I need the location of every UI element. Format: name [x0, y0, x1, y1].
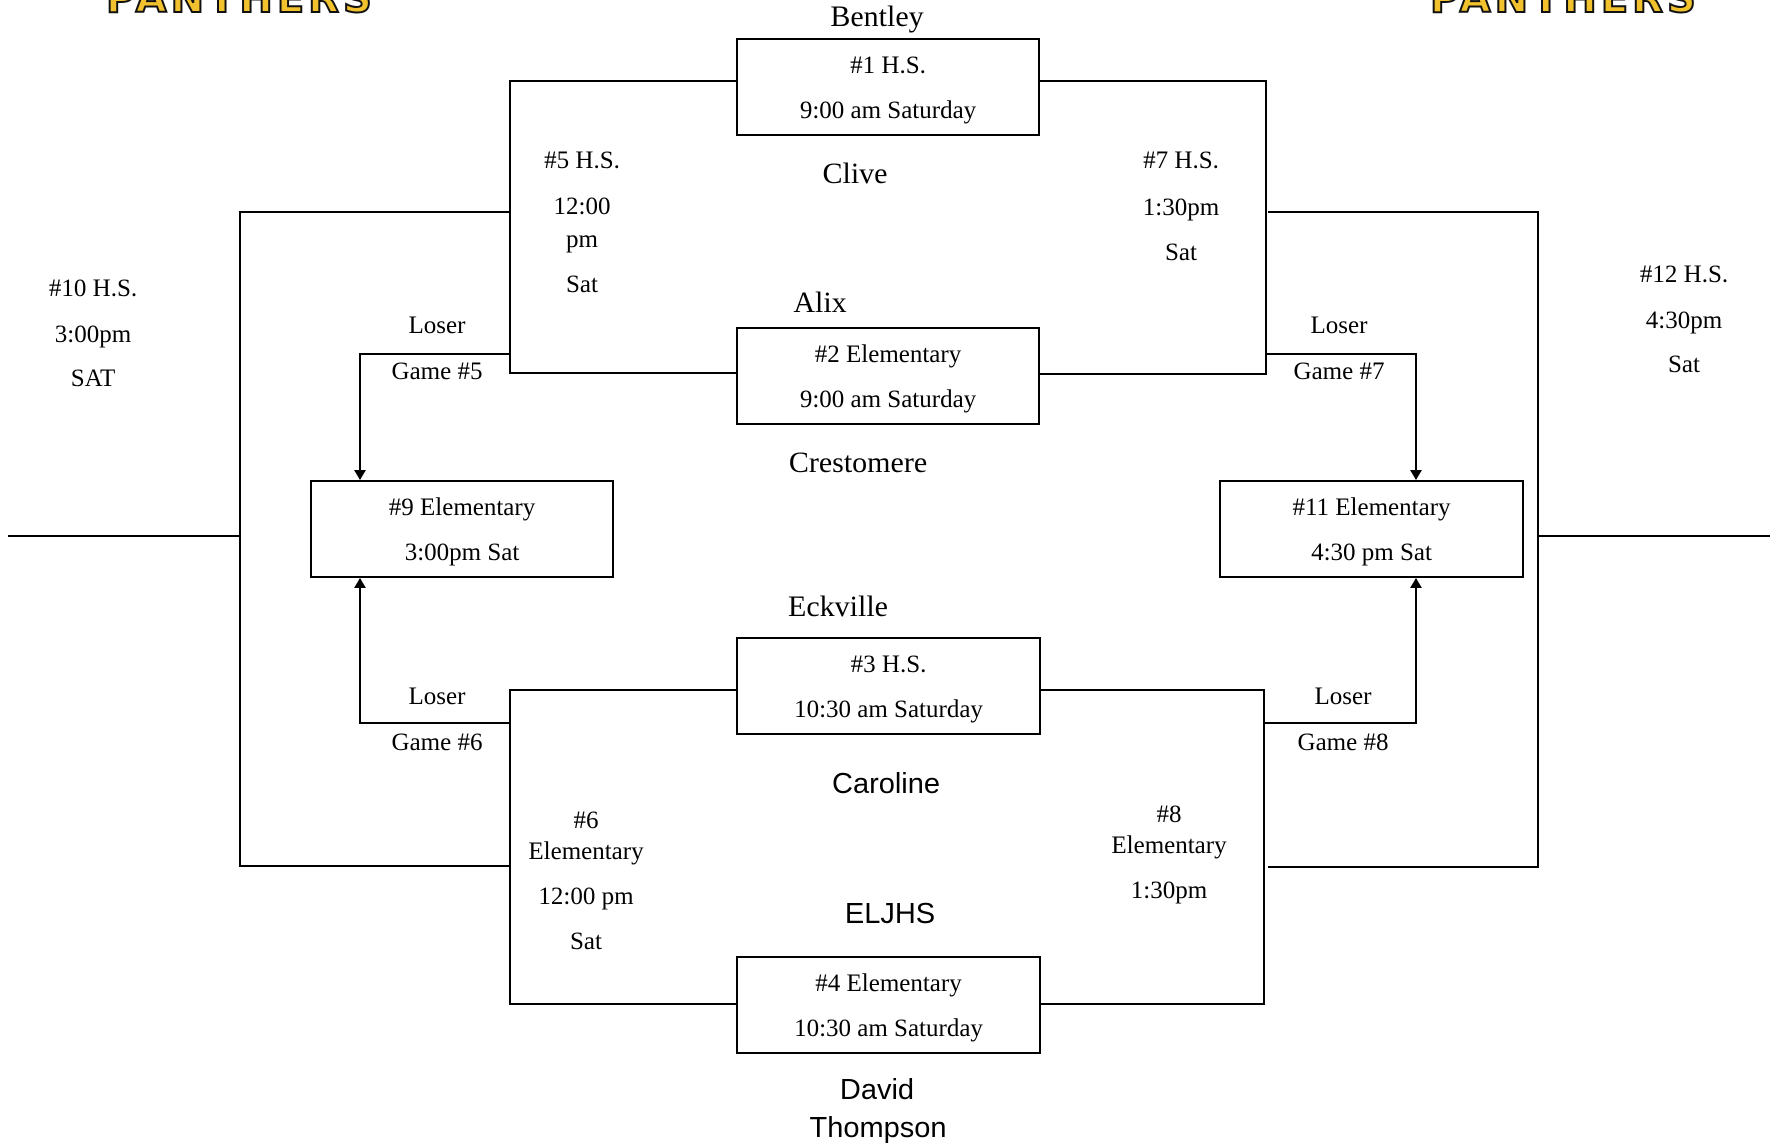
- game8-label-sub: Elementary: [1111, 832, 1227, 859]
- game10-time: 3:00pm: [54, 321, 132, 348]
- game7-label: #7 H.S.: [1143, 147, 1219, 174]
- game-time: 10:30 am Saturday: [794, 1015, 983, 1042]
- team-thompson: Thompson: [809, 1112, 947, 1144]
- game-time: 10:30 am Saturday: [794, 696, 983, 723]
- game6-connector: [509, 689, 736, 1005]
- game5-label: #5 H.S.: [544, 147, 620, 174]
- game-label: #3 H.S.: [850, 651, 927, 678]
- loser5-arrow: [354, 353, 510, 480]
- team-crestomere: Crestomere: [788, 446, 928, 479]
- game-label: #4 Elementary: [815, 970, 962, 997]
- game7-time: 1:30pm: [1142, 194, 1220, 221]
- loser8-arrow: [1264, 578, 1422, 724]
- team-clive: Clive: [822, 157, 888, 190]
- game6-label: #6: [573, 807, 599, 834]
- game-time: 9:00 am Saturday: [799, 386, 977, 413]
- game12-label: #12 H.S.: [1639, 261, 1729, 288]
- game-box-4: #4 Elementary 10:30 am Saturday: [736, 956, 1041, 1054]
- game10-label: #10 H.S.: [48, 275, 138, 302]
- game12-day: Sat: [1668, 351, 1700, 378]
- loser5-game: Game #5: [391, 358, 483, 385]
- team-alix: Alix: [793, 286, 847, 319]
- game6-day: Sat: [570, 928, 602, 955]
- game-label: #9 Elementary: [388, 494, 536, 521]
- game-time: 9:00 am Saturday: [799, 97, 977, 124]
- loser7-arrow: [1266, 353, 1422, 480]
- game6-label-sub: Elementary: [528, 838, 644, 865]
- game-label: #11 Elementary: [1292, 494, 1451, 521]
- game8-connector: [1040, 689, 1265, 1005]
- game-label: #2 Elementary: [814, 341, 962, 368]
- game-label: #1 H.S.: [850, 52, 926, 79]
- game-box-2: #2 Elementary 9:00 am Saturday: [736, 327, 1040, 425]
- game7-day: Sat: [1165, 239, 1197, 266]
- loser5-word: Loser: [408, 312, 466, 339]
- game7-connector: [1040, 80, 1267, 375]
- game10-day: SAT: [70, 365, 116, 392]
- team-eljhs: ELJHS: [844, 898, 936, 930]
- panthers-logo-left: PANTHERS: [105, 0, 373, 20]
- loser6-arrow: [354, 578, 510, 724]
- game5-day: Sat: [566, 271, 598, 298]
- panthers-logo-right: PANTHERS: [1429, 0, 1697, 20]
- game6-time: 12:00 pm: [538, 883, 634, 910]
- game-box-1: #1 H.S. 9:00 am Saturday: [736, 38, 1040, 136]
- loser7-game: Game #7: [1293, 358, 1385, 385]
- game5-time: 12:00: [553, 193, 611, 220]
- loser6-word: Loser: [408, 683, 466, 710]
- game-box-11: #11 Elementary 4:30 pm Sat: [1219, 480, 1524, 578]
- loser6-game: Game #6: [391, 729, 483, 756]
- team-caroline: Caroline: [832, 768, 940, 800]
- game8-label: #8: [1156, 801, 1182, 828]
- game-box-3: #3 H.S. 10:30 am Saturday: [736, 637, 1041, 735]
- loser8-game: Game #8: [1297, 729, 1389, 756]
- game5-time-suffix: pm: [566, 226, 598, 253]
- game12-time: 4:30pm: [1645, 307, 1723, 334]
- game8-time: 1:30pm: [1130, 877, 1208, 904]
- team-bentley: Bentley: [830, 0, 924, 33]
- team-david: David: [839, 1074, 915, 1106]
- loser7-word: Loser: [1310, 312, 1368, 339]
- game5-connector: [509, 80, 736, 374]
- game-time: 3:00pm Sat: [404, 539, 520, 566]
- game12-connector: [1268, 211, 1539, 868]
- game-box-9: #9 Elementary 3:00pm Sat: [310, 480, 614, 578]
- game-time: 4:30 pm Sat: [1311, 539, 1432, 566]
- game10-connector: [239, 211, 510, 867]
- loser8-word: Loser: [1314, 683, 1372, 710]
- team-eckville: Eckville: [788, 590, 888, 623]
